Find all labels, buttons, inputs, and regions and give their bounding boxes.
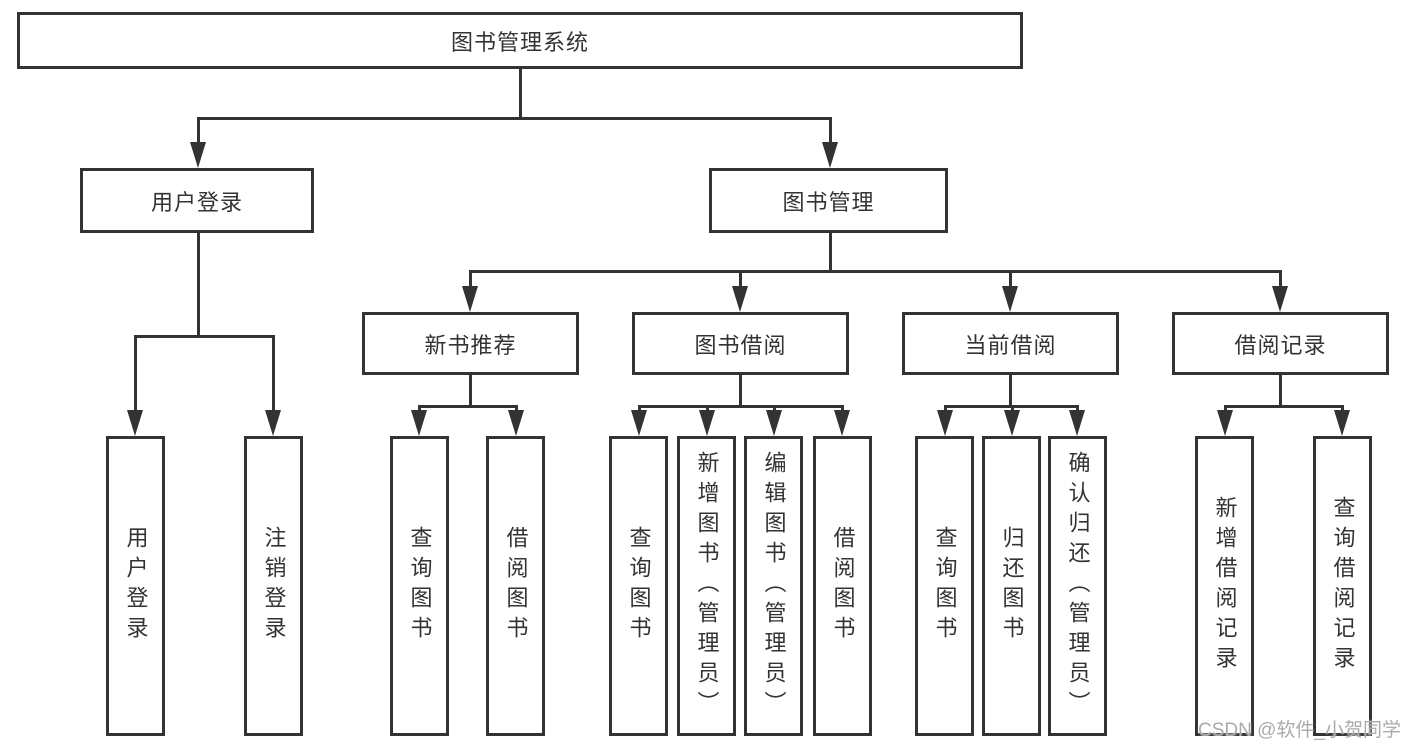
leaf-box-user-login-1: 注销登录 bbox=[244, 436, 303, 736]
leaf-box-book-borrow-3: 借阅图书 bbox=[813, 436, 872, 736]
arrow-down-icon bbox=[834, 410, 850, 436]
connector-line bbox=[417, 405, 518, 408]
node-box-borrow-records: 借阅记录 bbox=[1172, 312, 1389, 375]
leaf-box-user-login-0: 用户登录 bbox=[106, 436, 165, 736]
arrow-down-icon bbox=[411, 410, 427, 436]
connector-line bbox=[739, 375, 742, 407]
connector-line bbox=[738, 270, 742, 290]
leaf-label: 查询图书 bbox=[932, 526, 958, 646]
connector-line bbox=[468, 269, 1282, 273]
arrow-down-icon bbox=[1334, 410, 1350, 436]
leaf-label: 新增图书（管理员） bbox=[694, 451, 720, 721]
connector-line bbox=[133, 334, 275, 338]
arrow-down-icon bbox=[699, 410, 715, 436]
node-box-user-login: 用户登录 bbox=[80, 168, 314, 233]
leaf-label: 查询借阅记录 bbox=[1330, 496, 1356, 676]
leaf-label: 新增借阅记录 bbox=[1212, 496, 1238, 676]
leaf-box-book-borrow-1: 新增图书（管理员） bbox=[677, 436, 736, 736]
node-label-new-book-rec: 新书推荐 bbox=[424, 332, 517, 358]
arrow-down-icon bbox=[1069, 410, 1085, 436]
arrow-down-icon bbox=[732, 286, 748, 312]
leaf-label: 借阅图书 bbox=[503, 526, 529, 646]
node-box-current-borrow: 当前借阅 bbox=[902, 312, 1119, 375]
leaf-label: 用户登录 bbox=[123, 526, 149, 646]
connector-line bbox=[468, 270, 472, 290]
leaf-box-borrow-records-0: 新增借阅记录 bbox=[1195, 436, 1254, 736]
connector-line bbox=[1223, 405, 1344, 408]
leaf-label: 确认归还（管理员） bbox=[1065, 451, 1091, 721]
leaf-box-new-book-rec-1: 借阅图书 bbox=[486, 436, 545, 736]
leaf-label: 注销登录 bbox=[261, 526, 287, 646]
watermark: CSDN @软件_小贺同学 bbox=[1198, 720, 1401, 741]
connector-line bbox=[196, 117, 832, 120]
arrow-down-icon bbox=[1272, 286, 1288, 312]
leaf-box-current-borrow-2: 确认归还（管理员） bbox=[1048, 436, 1107, 736]
leaf-box-book-borrow-2: 编辑图书（管理员） bbox=[744, 436, 803, 736]
node-label-current-borrow: 当前借阅 bbox=[964, 332, 1057, 358]
arrow-down-icon bbox=[1004, 410, 1020, 436]
connector-line bbox=[133, 335, 137, 414]
leaf-box-current-borrow-0: 查询图书 bbox=[915, 436, 974, 736]
connector-line bbox=[828, 232, 832, 271]
node-label-borrow-records: 借阅记录 bbox=[1234, 332, 1327, 358]
arrow-down-icon bbox=[462, 286, 478, 312]
leaf-label: 查询图书 bbox=[626, 526, 652, 646]
leaf-box-borrow-records-1: 查询借阅记录 bbox=[1313, 436, 1372, 736]
node-box-book-borrow: 图书借阅 bbox=[632, 312, 849, 375]
leaf-label: 编辑图书（管理员） bbox=[761, 451, 787, 721]
node-box-book-mgmt: 图书管理 bbox=[709, 168, 948, 233]
node-label-root: 图书管理系统 bbox=[450, 29, 589, 55]
connector-line bbox=[637, 405, 844, 408]
connector-line bbox=[1008, 270, 1012, 290]
connector-line bbox=[196, 118, 200, 146]
leaf-box-current-borrow-1: 归还图书 bbox=[982, 436, 1041, 736]
arrow-down-icon bbox=[937, 410, 953, 436]
arrow-down-icon bbox=[766, 410, 782, 436]
connector-line bbox=[518, 69, 522, 120]
connector-line bbox=[1278, 270, 1282, 290]
node-label-book-borrow: 图书借阅 bbox=[694, 332, 787, 358]
connector-line bbox=[271, 335, 275, 414]
leaf-label: 借阅图书 bbox=[830, 526, 856, 646]
connector-line bbox=[469, 375, 472, 407]
leaf-label: 归还图书 bbox=[999, 526, 1025, 646]
arrow-down-icon bbox=[265, 410, 281, 436]
connector-line bbox=[1009, 375, 1012, 407]
arrow-down-icon bbox=[631, 410, 647, 436]
arrow-down-icon bbox=[1002, 286, 1018, 312]
connector-line bbox=[196, 232, 200, 337]
leaf-box-book-borrow-0: 查询图书 bbox=[609, 436, 668, 736]
node-label-book-mgmt: 图书管理 bbox=[782, 189, 875, 215]
arrow-down-icon bbox=[508, 410, 524, 436]
node-box-root: 图书管理系统 bbox=[17, 12, 1023, 69]
arrow-down-icon bbox=[127, 410, 143, 436]
connector-line bbox=[828, 118, 832, 146]
leaf-label: 查询图书 bbox=[407, 526, 433, 646]
arrow-down-icon bbox=[190, 142, 206, 168]
node-box-new-book-rec: 新书推荐 bbox=[362, 312, 579, 375]
leaf-box-new-book-rec-0: 查询图书 bbox=[390, 436, 449, 736]
node-label-user-login: 用户登录 bbox=[150, 189, 243, 215]
connector-line bbox=[1279, 375, 1282, 407]
arrow-down-icon bbox=[1217, 410, 1233, 436]
arrow-down-icon bbox=[822, 142, 838, 168]
